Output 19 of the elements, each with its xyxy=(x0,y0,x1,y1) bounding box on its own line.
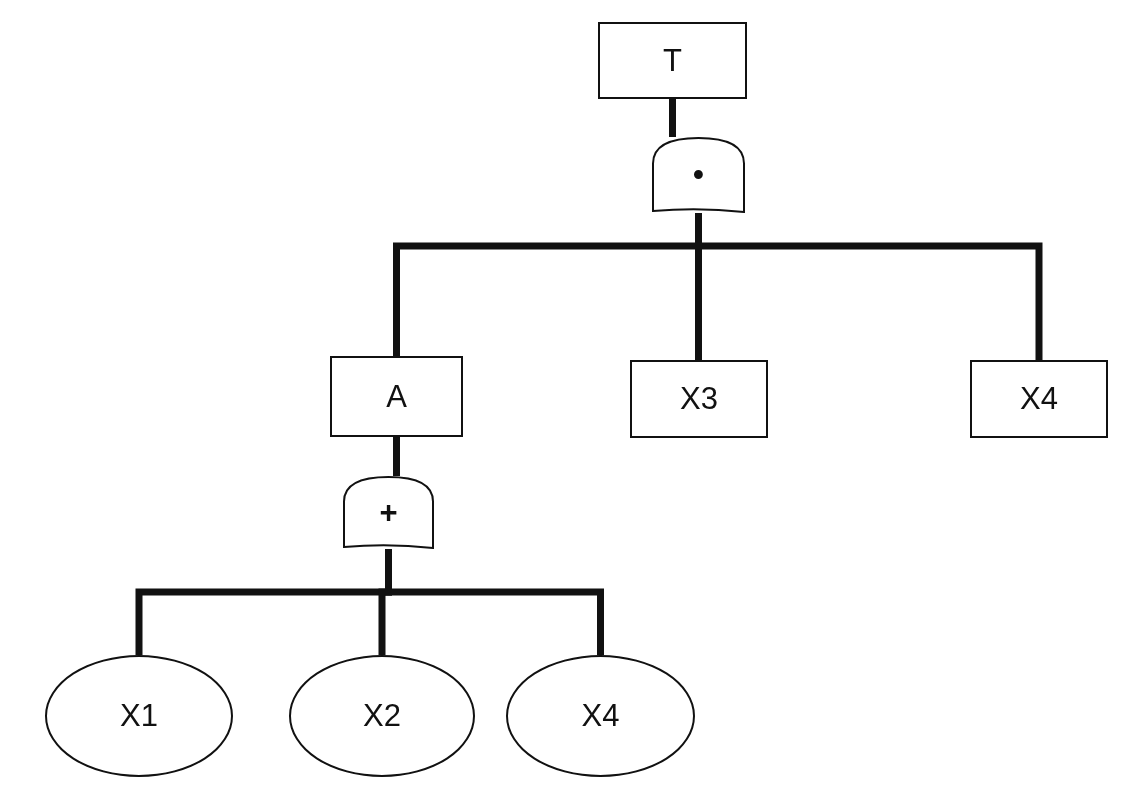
gate-symbol: + xyxy=(379,494,398,531)
event-label: T xyxy=(663,42,682,79)
connector-line xyxy=(393,437,400,476)
event-box xyxy=(970,360,1108,438)
gate-symbol: • xyxy=(693,157,704,193)
event-box xyxy=(330,356,463,437)
event-label: X1 xyxy=(120,698,158,734)
connector-line xyxy=(695,213,1043,360)
event-label: X3 xyxy=(680,381,718,417)
event-box xyxy=(598,22,747,99)
logic-gate xyxy=(652,137,745,213)
event-label: X4 xyxy=(1020,381,1058,417)
logic-gate xyxy=(343,476,434,549)
connector-line xyxy=(385,549,604,655)
event-label: X4 xyxy=(581,698,620,734)
event-label: A xyxy=(386,378,407,415)
event-box xyxy=(630,360,768,438)
event-label: X2 xyxy=(363,698,401,734)
connector-line xyxy=(669,99,676,137)
